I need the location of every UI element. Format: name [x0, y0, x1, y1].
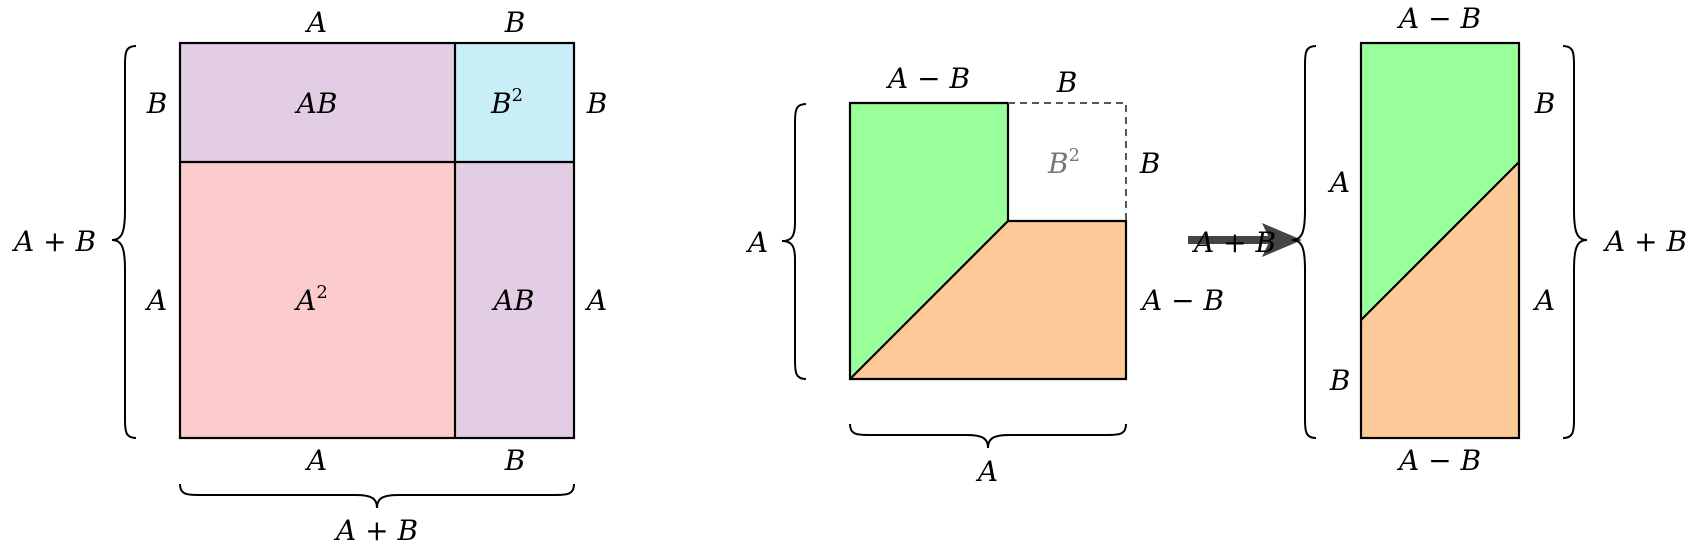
square-bottom-label-a: A	[304, 444, 327, 477]
rect-right-label-a: A	[1532, 284, 1555, 317]
label-ab-top: AB	[294, 87, 338, 120]
region-ab-right	[455, 162, 574, 438]
label-b-squared: B2	[490, 85, 523, 120]
rect-left-label-a: A	[1327, 166, 1350, 199]
middle-green-region	[850, 103, 1008, 379]
middle-left-brace	[781, 103, 807, 380]
rect-outline	[1359, 41, 1521, 440]
rect-left-brace	[1291, 45, 1317, 439]
rect-diagonal	[1360, 161, 1520, 321]
middle-left-brace-label: A	[745, 226, 768, 259]
middle-bottom-brace-label: A	[975, 455, 998, 488]
middle-figure: A − B B B2 B A − B A A	[745, 62, 1224, 488]
square-top-label-b: B	[504, 6, 526, 39]
rect-left-label-b: B	[1329, 364, 1351, 397]
middle-right-label-b: B	[1139, 147, 1161, 180]
arrow-head	[1262, 223, 1302, 257]
middle-orange-region	[850, 221, 1126, 379]
region-ab-top	[180, 43, 455, 162]
square-left-brace	[111, 45, 137, 439]
square-left-label-b: B	[146, 87, 168, 120]
transform-arrow: A + B	[1188, 223, 1302, 259]
middle-diagonal	[849, 220, 1009, 380]
rectangle-figure: A − B A − B B A A B A + B	[1291, 2, 1687, 477]
rect-bottom-label: A − B	[1396, 444, 1481, 477]
middle-dashed-square	[1008, 102, 1127, 221]
rect-right-brace	[1562, 45, 1588, 439]
middle-bottom-brace	[849, 423, 1127, 449]
square-right-label-b: B	[586, 87, 608, 120]
rect-right-label-b: B	[1534, 87, 1556, 120]
label-ab-right: AB	[491, 284, 535, 317]
region-b-squared	[455, 43, 574, 162]
middle-right-label-amb: A − B	[1139, 284, 1224, 317]
square-left-brace-label: A + B	[11, 225, 96, 258]
square-bottom-label-b: B	[504, 444, 526, 477]
square-bottom-brace-label: A + B	[333, 514, 418, 547]
square-figure: A B B A B A A B AB B2 A2 AB A + B A + B	[11, 6, 607, 547]
region-a-squared	[180, 162, 455, 438]
rect-green-region	[1361, 43, 1519, 320]
rect-right-brace-label: A + B	[1602, 225, 1687, 258]
middle-top-label-b: B	[1056, 66, 1078, 99]
square-top-label-a: A	[304, 6, 327, 39]
middle-b-squared-label: B2	[1047, 145, 1080, 180]
rect-top-label: A − B	[1396, 2, 1481, 35]
label-a-squared: A2	[293, 282, 328, 317]
square-bottom-brace	[179, 483, 575, 509]
rect-orange-region	[1361, 162, 1519, 438]
square-right-label-a: A	[584, 284, 607, 317]
middle-top-label-amb: A − B	[885, 62, 970, 95]
square-outline	[178, 41, 576, 440]
arrow-label: A + B	[1191, 226, 1276, 259]
square-left-label-a: A	[144, 284, 167, 317]
